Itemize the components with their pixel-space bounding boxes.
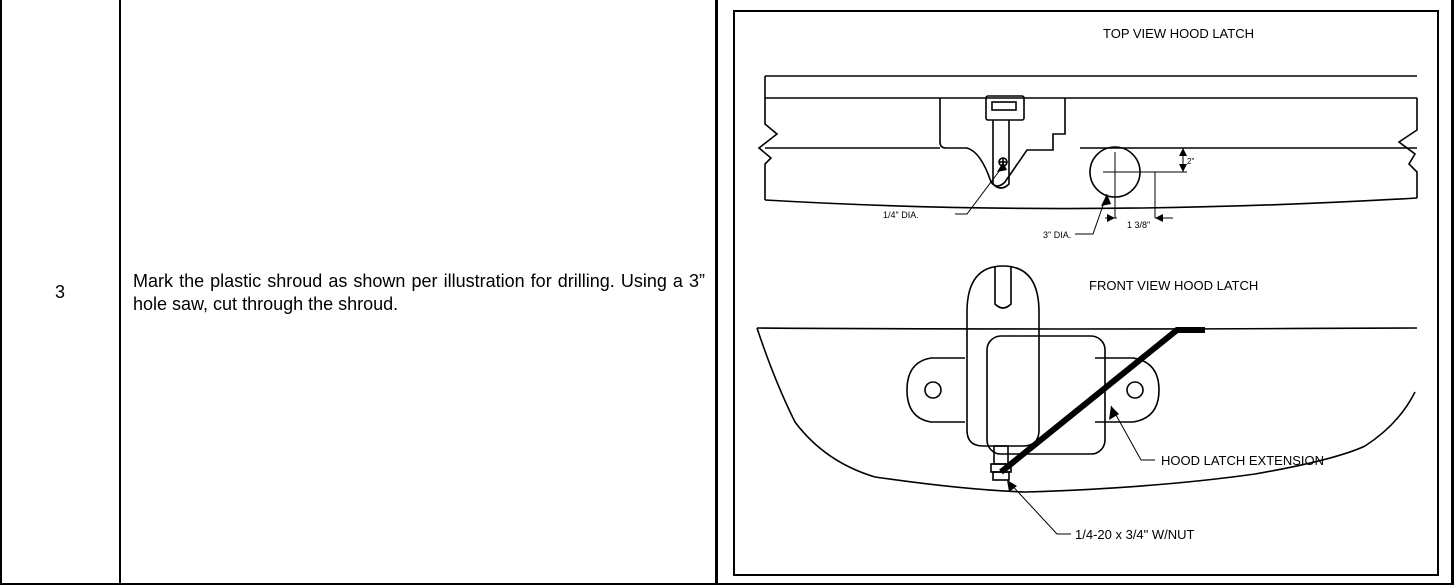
top-view-title: TOP VIEW HOOD LATCH — [1103, 26, 1254, 41]
small-hole-label: 1/4" DIA. — [883, 210, 919, 220]
front-view-title: FRONT VIEW HOOD LATCH — [1089, 278, 1258, 293]
step-instruction: Mark the plastic shroud as shown per ill… — [133, 271, 705, 314]
table-bottom-border — [0, 583, 1454, 585]
table-column-divider-1 — [119, 0, 121, 585]
offset-x-label: 1 3/8" — [1127, 220, 1150, 230]
table-border-right — [1451, 0, 1454, 585]
bolt-label: 1/4-20 x 3/4" W/NUT — [1075, 527, 1195, 542]
large-hole-label: 3" DIA. — [1043, 230, 1071, 240]
step-number: 3 — [54, 282, 65, 302]
technical-drawing: TOP VIEW HOOD LATCH 1/4" DIA. 3" DIA. 1 … — [756, 26, 1418, 542]
offset-y-label: 2" — [1187, 157, 1194, 166]
table-border-left — [0, 0, 2, 585]
extension-label: HOOD LATCH EXTENSION — [1161, 453, 1324, 468]
table-column-divider-2 — [715, 0, 718, 585]
hood-latch-illustration: TOP VIEW HOOD LATCH 1/4" DIA. 3" DIA. 1 … — [733, 10, 1439, 576]
